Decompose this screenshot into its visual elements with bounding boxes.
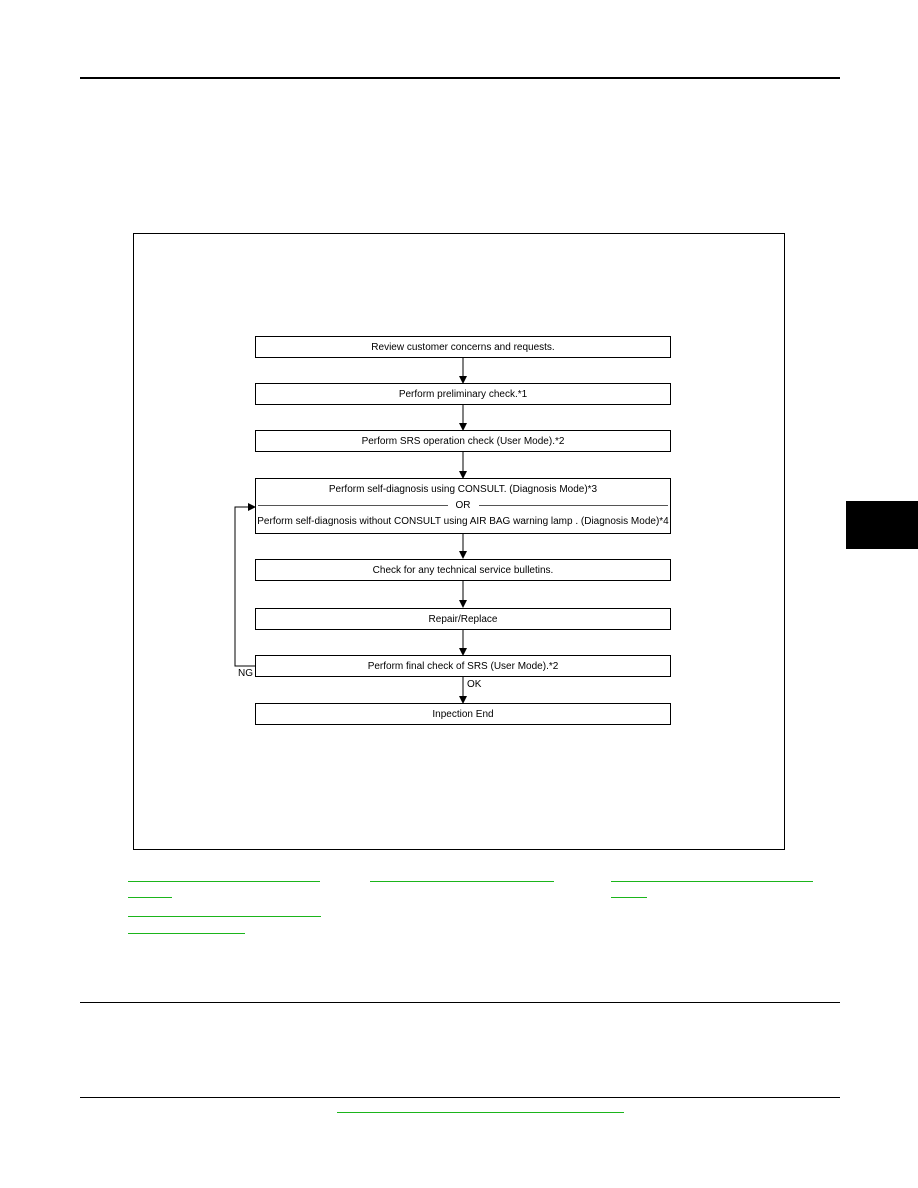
- reference-link-4-cont[interactable]: [128, 933, 245, 934]
- reference-link-4[interactable]: [128, 916, 321, 917]
- or-line-left: [258, 505, 448, 506]
- step-inspection-end-text: Inpection End: [432, 708, 494, 720]
- ok-label: OK: [467, 679, 482, 690]
- header-rule: [80, 77, 840, 79]
- step-srs-operation-check-text: Perform SRS operation check (User Mode).…: [361, 435, 565, 447]
- step-review-concerns: Review customer concerns and requests.: [255, 336, 671, 358]
- footer-link[interactable]: [337, 1112, 624, 1113]
- reference-link-2[interactable]: [370, 881, 554, 882]
- ng-label: NG: [238, 668, 253, 679]
- step-self-diagnosis-consult-text: Perform self-diagnosis using CONSULT. (D…: [328, 484, 598, 495]
- step-repair-replace: Repair/Replace: [255, 608, 671, 630]
- step-review-concerns-text: Review customer concerns and requests.: [371, 341, 555, 353]
- step-self-diagnosis: Perform self-diagnosis using CONSULT. (D…: [255, 478, 671, 534]
- ng-loop-arrow: [234, 503, 256, 667]
- or-separator: OR: [256, 500, 670, 511]
- step-preliminary-check-text: Perform preliminary check.*1: [398, 388, 528, 400]
- step-technical-bulletins-text: Check for any technical service bulletin…: [372, 564, 554, 576]
- reference-link-3-cont[interactable]: [611, 897, 647, 898]
- or-text: OR: [455, 500, 471, 511]
- step-preliminary-check: Perform preliminary check.*1: [255, 383, 671, 405]
- or-line-right: [478, 505, 668, 506]
- step-final-check: Perform final check of SRS (User Mode).*…: [255, 655, 671, 677]
- step-inspection-end: Inpection End: [255, 703, 671, 725]
- step-final-check-text: Perform final check of SRS (User Mode).*…: [367, 660, 559, 672]
- reference-link-3[interactable]: [611, 881, 813, 882]
- step-repair-replace-text: Repair/Replace: [428, 613, 498, 625]
- step-self-diagnosis-lamp-text: Perform self-diagnosis without CONSULT u…: [257, 516, 669, 527]
- section-index-tab[interactable]: [846, 501, 918, 549]
- section-divider: [80, 1002, 840, 1003]
- reference-link-1[interactable]: [128, 881, 320, 882]
- flowchart-frame: [133, 233, 785, 850]
- footer-rule: [80, 1097, 840, 1098]
- step-technical-bulletins: Check for any technical service bulletin…: [255, 559, 671, 581]
- reference-link-1-cont[interactable]: [128, 897, 172, 898]
- step-srs-operation-check: Perform SRS operation check (User Mode).…: [255, 430, 671, 452]
